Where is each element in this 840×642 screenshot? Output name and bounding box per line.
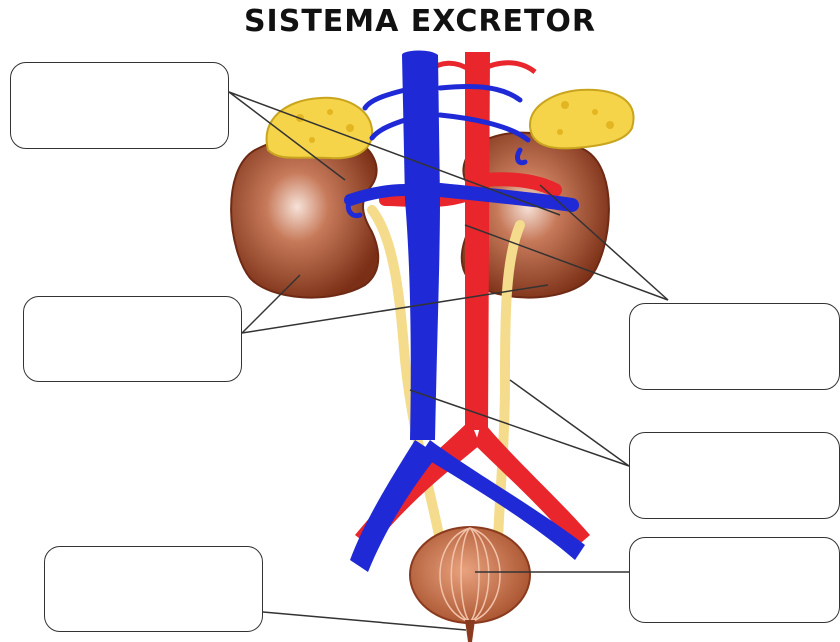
label-box-bottom-right[interactable] [629, 537, 840, 623]
label-box-middle-left[interactable] [23, 296, 242, 382]
urinary-bladder [410, 527, 530, 642]
aorta [465, 52, 490, 430]
label-box-top-left[interactable] [10, 62, 229, 149]
right-adrenal-gland [530, 90, 633, 149]
label-box-bottom-left[interactable] [44, 546, 263, 632]
left-adrenal-gland [267, 98, 373, 158]
label-box-lower-right[interactable] [629, 432, 840, 519]
label-box-middle-right[interactable] [629, 303, 840, 390]
